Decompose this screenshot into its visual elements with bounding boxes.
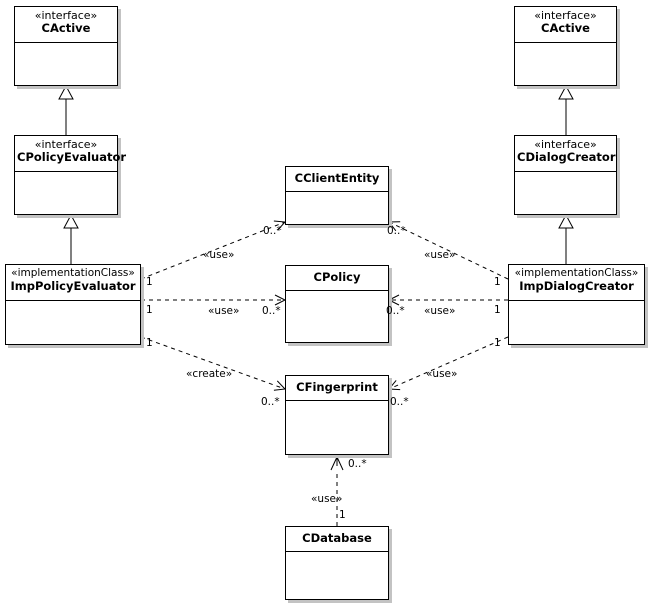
multiplicity-idc-cpolicy-target: 0..* xyxy=(386,305,405,317)
class-header: «interface» CPolicyEvaluator xyxy=(15,136,127,172)
class-header: CFingerprint xyxy=(286,376,388,401)
multiplicity-ipe-cfingerprint-target: 0..* xyxy=(261,396,280,408)
class-name: CFingerprint xyxy=(296,380,378,394)
class-attributes-compartment xyxy=(286,291,388,342)
class-attributes-compartment xyxy=(286,401,388,454)
class-header: «interface» CActive xyxy=(15,7,117,43)
class-box-cfingerprint[interactable]: CFingerprint xyxy=(285,375,389,455)
class-stereotype: «interface» xyxy=(34,9,98,22)
class-header: «implementationClass» ImpDialogCreator xyxy=(509,265,644,301)
multiplicity-ipe-cfingerprint-source: 1 xyxy=(146,337,153,349)
class-stereotype: «interface» xyxy=(534,9,597,22)
dependency-label-use-ipe-cclententity: «use» xyxy=(203,249,235,261)
dependency-label-use-idc-cclententity: «use» xyxy=(424,249,456,261)
multiplicity-ipe-cpolicy-source: 1 xyxy=(146,304,153,316)
class-header: «interface» CDialogCreator xyxy=(515,136,616,172)
multiplicity-cdatabase-cfingerprint-source: 1 xyxy=(339,509,346,521)
generalization-impdialogcreator-cdialogcreator xyxy=(558,213,574,264)
class-name: CClientEntity xyxy=(294,171,380,185)
class-stereotype: «implementationClass» xyxy=(514,267,639,279)
class-name: CDialogCreator xyxy=(517,150,616,165)
dependency-label-create-ipe-cfingerprint: «create» xyxy=(186,368,233,380)
dependency-label-use-idc-cfingerprint: «use» xyxy=(426,368,458,380)
class-attributes-compartment xyxy=(509,301,644,344)
class-attributes-compartment xyxy=(286,552,388,599)
dependency-imppolicyevaluator-cfingerprint xyxy=(140,336,287,391)
class-name: ImpDialogCreator xyxy=(519,278,634,293)
class-stereotype: «interface» xyxy=(34,138,98,151)
class-header: CClientEntity xyxy=(286,167,388,192)
class-name: CActive xyxy=(41,21,91,36)
multiplicity-idc-cclententity-source: 1 xyxy=(494,276,501,288)
class-header: «implementationClass» ImpPolicyEvaluator xyxy=(6,265,140,301)
multiplicity-ipe-cclententity-target: 0..* xyxy=(263,225,282,237)
multiplicity-idc-cclententity-target: 0..* xyxy=(387,225,406,237)
class-attributes-compartment xyxy=(15,43,117,85)
multiplicity-cdatabase-cfingerprint-target: 0..* xyxy=(348,458,367,470)
generalization-imppolicyevaluator-cpolicyevaluator xyxy=(63,213,79,264)
class-name: CPolicy xyxy=(313,270,361,284)
multiplicity-idc-cfingerprint-target: 0..* xyxy=(390,396,409,408)
class-attributes-compartment xyxy=(6,301,140,344)
dependency-impdialogcreator-cfingerprint xyxy=(387,336,509,391)
class-box-cdialogcreator[interactable]: «interface» CDialogCreator xyxy=(514,135,617,215)
class-attributes-compartment xyxy=(286,192,388,224)
class-header: CDatabase xyxy=(286,527,388,552)
multiplicity-idc-cfingerprint-source: 1 xyxy=(494,337,501,349)
class-box-impdialogcreator[interactable]: «implementationClass» ImpDialogCreator xyxy=(508,264,645,345)
class-attributes-compartment xyxy=(515,172,616,214)
class-name: CDatabase xyxy=(302,531,372,545)
class-name: CActive xyxy=(541,21,590,36)
dependency-label-use-ipe-cpolicy: «use» xyxy=(208,305,240,317)
class-box-imppolicyevaluator[interactable]: «implementationClass» ImpPolicyEvaluator xyxy=(5,264,141,345)
class-attributes-compartment xyxy=(15,172,117,214)
multiplicity-ipe-cpolicy-target: 0..* xyxy=(262,305,281,317)
class-box-cpolicyevaluator[interactable]: «interface» CPolicyEvaluator xyxy=(14,135,127,215)
multiplicity-idc-cpolicy-source: 1 xyxy=(494,304,501,316)
class-stereotype: «implementationClass» xyxy=(11,267,135,279)
multiplicity-ipe-cclententity-source: 1 xyxy=(146,276,153,288)
class-box-cactive-left[interactable]: «interface» CActive xyxy=(14,6,118,86)
dependency-label-use-idc-cpolicy: «use» xyxy=(424,305,456,317)
class-box-cactive-right[interactable]: «interface» CActive xyxy=(514,6,617,86)
dependency-label-use-cdatabase-cfingerprint: «use» xyxy=(311,493,343,505)
class-box-cpolicy[interactable]: CPolicy xyxy=(285,265,389,343)
class-name: CPolicyEvaluator xyxy=(17,150,127,165)
class-box-cclententity[interactable]: CClientEntity xyxy=(285,166,389,225)
generalization-cdialogcreator-cactive xyxy=(558,84,574,135)
class-stereotype: «interface» xyxy=(534,138,597,151)
class-header: «interface» CActive xyxy=(515,7,616,43)
class-box-cdatabase[interactable]: CDatabase xyxy=(285,526,389,600)
class-name: ImpPolicyEvaluator xyxy=(10,278,136,293)
class-header: CPolicy xyxy=(286,266,388,291)
class-attributes-compartment xyxy=(515,43,616,85)
generalization-cpolicyevaluator-cactive xyxy=(58,84,74,135)
